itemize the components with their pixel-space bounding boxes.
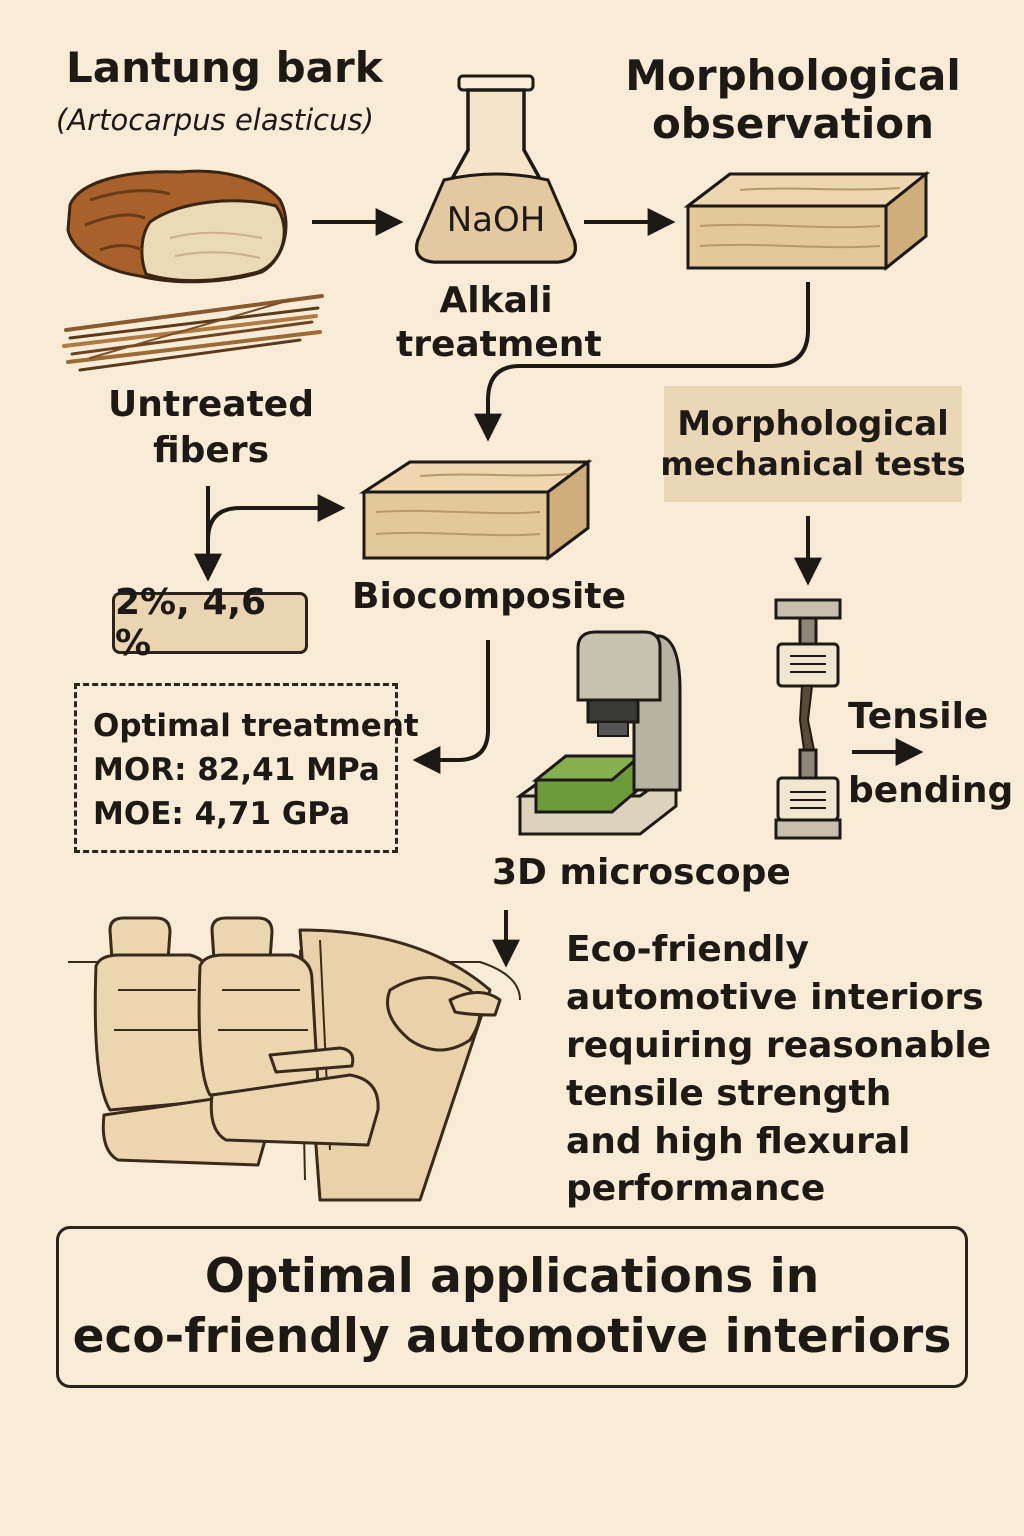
flask-icon xyxy=(415,74,577,264)
moe-value: MOE: 4,71 GPa xyxy=(93,796,351,833)
tensile-tester-icon xyxy=(774,598,842,840)
flow-arrows xyxy=(194,208,924,968)
eco-line: requiring reasonable xyxy=(566,1024,992,1066)
untreated-label-2: fibers xyxy=(152,430,270,471)
alkali-caption-1: Alkali xyxy=(439,280,553,321)
bending-label: bending xyxy=(848,770,1014,811)
flask-label: NaOH xyxy=(446,200,546,240)
mechanical-tests-box: Morphological mechanical tests xyxy=(660,386,966,502)
morph-obs-title-2: observation xyxy=(651,99,935,148)
bark-title: Lantung bark xyxy=(66,43,383,92)
eco-description: Eco-friendly automotive interiors requir… xyxy=(566,926,991,1213)
conclusion-box: Optimal applications in eco-friendly aut… xyxy=(56,1226,968,1388)
alkali-caption-2: treatment xyxy=(396,324,602,365)
car-interior-icon xyxy=(68,916,521,1202)
morph-obs-title-1: Morphological xyxy=(625,51,961,100)
eco-line: performance xyxy=(566,1168,826,1210)
mor-value: MOR: 82,41 MPa xyxy=(93,752,380,789)
eco-line: automotive interiors xyxy=(566,976,984,1018)
microscope-label: 3D microscope xyxy=(492,852,791,893)
untreated-label-1: Untreated xyxy=(108,384,314,425)
mech-tests-line-2: mechanical tests xyxy=(660,445,966,484)
mech-tests-line-1: Morphological xyxy=(677,404,949,445)
wood-block-icon-biocomposite xyxy=(358,459,593,561)
conclusion-line-2: eco-friendly automotive interiors xyxy=(72,1309,952,1364)
concentration-badge: 2%, 4,6 % xyxy=(112,582,308,664)
wood-block-icon-top xyxy=(683,170,931,272)
eco-line: Eco-friendly xyxy=(566,929,809,970)
optimal-heading: Optimal treatment xyxy=(93,708,419,744)
bark-piece-icon xyxy=(66,169,288,284)
eco-line: tensile strength xyxy=(566,1072,892,1114)
eco-line: and high flexural xyxy=(566,1120,911,1162)
species-name: (Artocarpus elasticus) xyxy=(56,103,374,137)
microscope-icon xyxy=(515,630,682,836)
biocomposite-label: Biocomposite xyxy=(352,576,626,617)
optimal-treatment-box: Optimal treatment MOR: 82,41 MPa MOE: 4,… xyxy=(74,683,419,853)
tensile-label: Tensile xyxy=(848,696,989,737)
fiber-bundle-icon xyxy=(62,294,324,372)
conclusion-line-1: Optimal applications in xyxy=(204,1248,820,1304)
